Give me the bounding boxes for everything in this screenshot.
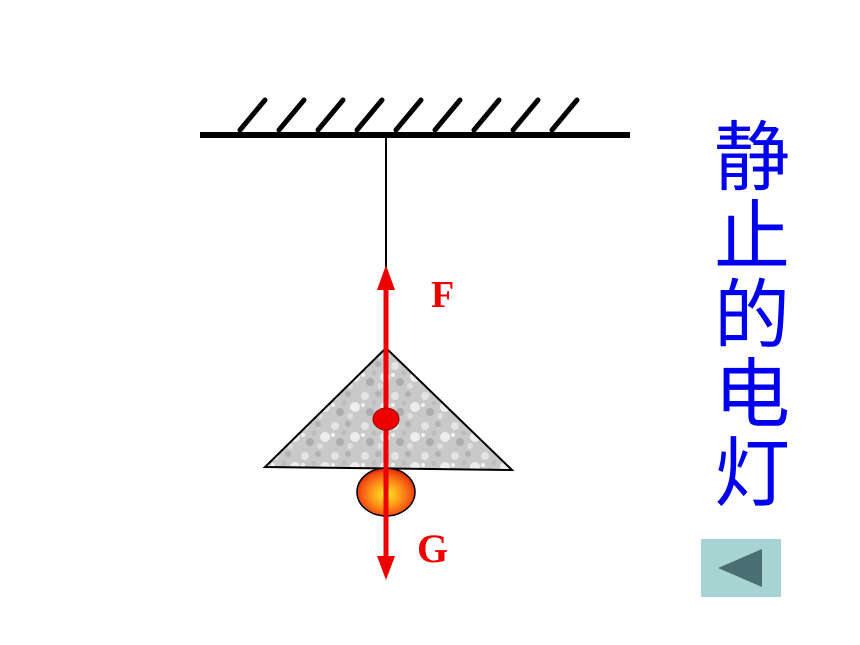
back-button[interactable] bbox=[701, 539, 781, 597]
center-of-gravity-dot bbox=[372, 407, 400, 431]
force-g-label: G bbox=[417, 526, 448, 571]
caption-char: 的 bbox=[714, 271, 790, 360]
force-f-arrowhead bbox=[377, 265, 395, 290]
caption-char: 灯 bbox=[714, 429, 790, 518]
ceiling bbox=[200, 97, 630, 138]
caption-char: 止 bbox=[714, 192, 790, 281]
caption-char: 静 bbox=[714, 113, 790, 202]
force-arrows bbox=[377, 265, 395, 580]
caption-char: 电 bbox=[714, 350, 790, 439]
left-triangle-icon bbox=[718, 549, 762, 587]
ceiling-hatching bbox=[237, 97, 580, 133]
force-g-arrowhead bbox=[377, 556, 395, 580]
vertical-caption: 静 止 的 电 灯 bbox=[702, 118, 802, 513]
force-f-label: F bbox=[431, 274, 454, 316]
